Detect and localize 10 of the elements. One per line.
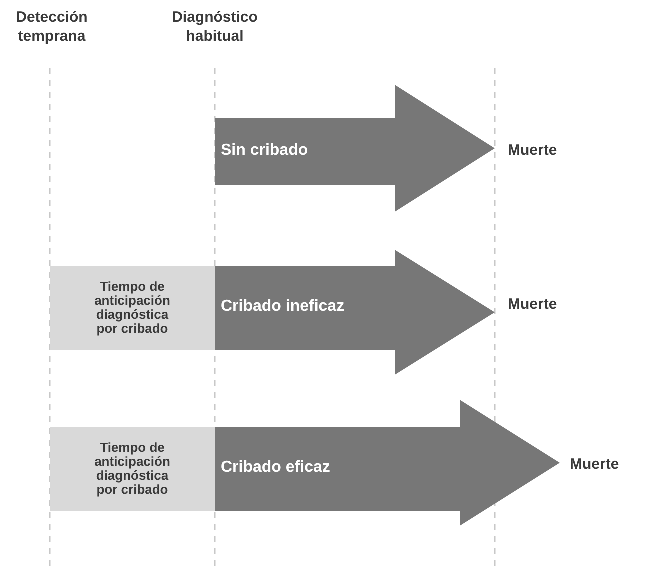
arrow-label: Cribado eficaz	[221, 459, 330, 477]
lead-time-box: Tiempo de anticipación diagnóstica por cribado	[50, 266, 215, 350]
column-heading: Detección temprana	[15, 8, 89, 46]
arrow-label: Sin cribado	[221, 142, 308, 160]
lead-time-box: Tiempo de anticipación diagnóstica por cribado	[50, 427, 215, 511]
outcome-label: Muerte	[508, 294, 558, 314]
column-heading: Diagnóstico habitual	[171, 8, 259, 46]
outcome-label: Muerte	[508, 140, 558, 160]
outcome-label: Muerte	[570, 455, 620, 474]
arrow-label: Cribado ineficaz	[221, 298, 345, 316]
